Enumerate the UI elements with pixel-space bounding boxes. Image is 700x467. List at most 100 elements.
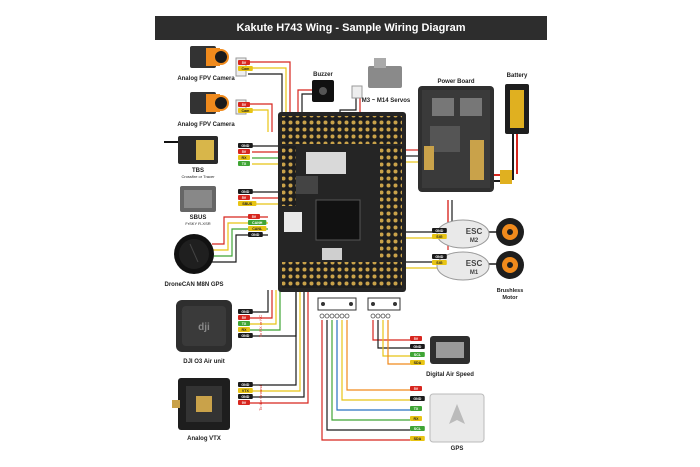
sbus-label: SBUS (190, 215, 207, 221)
pin-tag (238, 189, 253, 194)
pin-tag (238, 321, 250, 326)
vtx-label: Analog VTX (187, 436, 221, 442)
dji-o3-air-unit: dji (176, 300, 232, 352)
connector-pin (319, 313, 325, 319)
pin-tag (410, 396, 425, 401)
pin-tag (238, 394, 253, 399)
pin-tag (432, 228, 447, 233)
pin-label: RX (414, 417, 420, 421)
connector-pin (375, 313, 381, 319)
pin-label: SBUS (242, 202, 253, 206)
pin-tag (238, 195, 250, 200)
buzzer (312, 80, 334, 102)
servo (351, 58, 402, 99)
connector-pin (334, 313, 340, 319)
note-rx: To RX or NC (258, 315, 263, 338)
connector-pin (344, 313, 350, 319)
pin-label: SCL (414, 427, 422, 431)
pin-tag (238, 60, 250, 65)
pin-label: TX (414, 407, 419, 411)
pin-label: 9V (242, 401, 247, 405)
vtx-pins: GND VTX GND 9V (238, 382, 253, 405)
pin-tag (238, 327, 250, 332)
connector-pin (370, 313, 376, 319)
pin-tag (238, 102, 250, 107)
pin-label: SDA (414, 361, 422, 365)
pin-tag (410, 344, 425, 349)
pin-label: Cam (242, 67, 250, 71)
flight-controller (278, 112, 406, 292)
airspeed-label: Digital Air Speed (426, 372, 474, 378)
pin-tag (248, 214, 260, 219)
pin-label: GND (241, 383, 249, 387)
note-vtx: To the Ground (258, 385, 263, 410)
pin-label: GND (435, 255, 443, 259)
pin-label: GND (241, 334, 249, 338)
pin-tag (410, 426, 425, 431)
digital-airspeed (430, 336, 470, 364)
tbs-label: TBS (192, 168, 204, 174)
pin-tag (238, 315, 250, 320)
connector-pin (324, 313, 330, 319)
pin-tag (238, 400, 250, 405)
pin-label: GND (241, 395, 249, 399)
servos-label: M3 ~ M14 Servos (362, 98, 411, 104)
pin-label: GND (435, 229, 443, 233)
esc2-label: ESC (466, 227, 483, 236)
buzzer-label: Buzzer (313, 72, 333, 78)
pin-tag (432, 254, 447, 259)
tbs-receiver (164, 136, 218, 164)
pin-tag (238, 388, 253, 393)
pin-tag (410, 406, 422, 411)
component-labels: Analog FPV Camera Analog FPV Camera TBS … (164, 72, 528, 452)
esc2-num: M2 (470, 238, 479, 244)
title-text: Kakute H743 Wing - Sample Wiring Diagram (236, 22, 466, 34)
pin-label: VTX (242, 389, 250, 393)
analog-camera-1 (190, 46, 247, 77)
pin-label: 5V (242, 150, 247, 154)
pin-tag (432, 260, 447, 265)
power-board (418, 86, 494, 192)
pin-label: GND (251, 233, 259, 237)
gps-label: GPS (451, 446, 464, 452)
esc1-label: ESC (466, 259, 483, 268)
connector-pin (380, 313, 386, 319)
pin-label: 5V (242, 61, 247, 65)
dji-label: DJI O3 Air unit (183, 359, 224, 365)
esc-m1 (436, 251, 490, 281)
esc1-num: M1 (470, 270, 479, 276)
analog-camera-2 (190, 92, 247, 115)
motor-label-2: Motor (502, 295, 518, 301)
pin-tag (248, 232, 263, 237)
connector-pin (339, 313, 345, 319)
power-board-label: Power Board (437, 79, 474, 85)
pin-label: CANL (252, 227, 263, 231)
pin-label: 5V (252, 215, 257, 219)
pin-label: CANH (252, 221, 263, 225)
pin-label: GND (241, 144, 249, 148)
pin-label: SIG (436, 235, 442, 239)
pin-tag (238, 143, 253, 148)
pin-tag (248, 226, 267, 231)
cam1-label: Analog FPV Camera (177, 76, 235, 82)
gps-module (429, 393, 485, 443)
svg-text:dji: dji (198, 322, 210, 333)
diagram-title: Kakute H743 Wing - Sample Wiring Diagram (155, 16, 547, 40)
pin-label: 5V (242, 316, 247, 320)
pin-tag (238, 382, 253, 387)
pin-label: RX (242, 328, 248, 332)
analog-vtx (172, 378, 230, 430)
motor-label: Brushless (497, 288, 524, 294)
pin-label: SDA (414, 437, 422, 441)
pin-tag (238, 333, 253, 338)
pin-tag (432, 234, 447, 239)
pin-label: RX (242, 156, 248, 160)
